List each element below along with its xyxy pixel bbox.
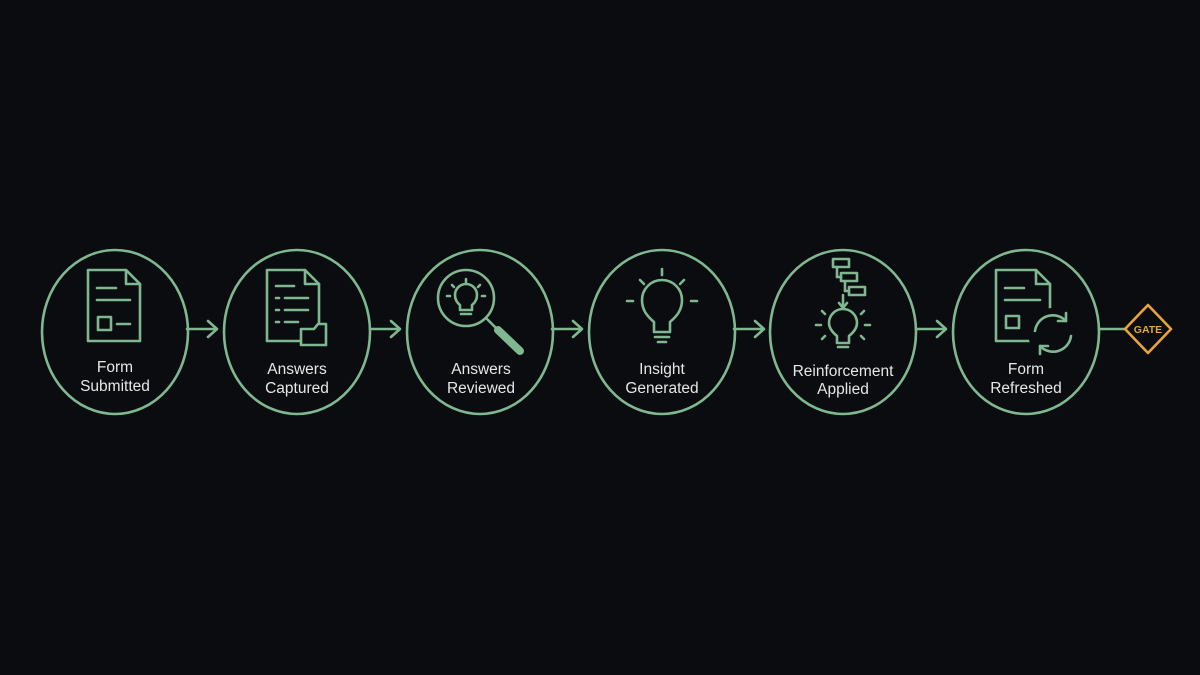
document-list-icon bbox=[265, 268, 328, 347]
step-label-line2: Submitted bbox=[80, 378, 150, 395]
gate-label: GATE bbox=[1134, 324, 1162, 336]
step-answers-captured: Answers Captured bbox=[222, 248, 372, 416]
step-label-line1: Insight bbox=[639, 361, 685, 378]
step-label-line2: Applied bbox=[817, 381, 869, 398]
step-insight-generated: Insight Generated bbox=[587, 248, 737, 416]
step-label-line2: Reviewed bbox=[447, 380, 515, 397]
step-label-line1: Form bbox=[1008, 361, 1044, 378]
step-label-line1: Answers bbox=[451, 361, 511, 378]
document-icon bbox=[86, 268, 142, 343]
step-circle bbox=[222, 248, 372, 416]
connectors bbox=[185, 319, 1128, 339]
step-reinforcement-applied: Reinforcement Applied bbox=[768, 248, 918, 416]
arrow-1-2 bbox=[185, 319, 219, 339]
step-label-line1: Answers bbox=[267, 361, 327, 378]
step-circle bbox=[40, 248, 190, 416]
gate-diamond bbox=[1123, 303, 1173, 355]
step-circle bbox=[951, 248, 1101, 416]
step-circle bbox=[405, 248, 555, 416]
arrow-3-4 bbox=[550, 319, 584, 339]
step-label-line2: Captured bbox=[265, 380, 329, 397]
step-circle bbox=[768, 248, 918, 416]
step-answers-reviewed: Answers Reviewed bbox=[405, 248, 555, 416]
gate-node: GATE bbox=[1123, 303, 1173, 355]
step-label-line1: Reinforcement bbox=[793, 363, 894, 380]
step-label-line2: Generated bbox=[625, 380, 698, 397]
arrow-2-3 bbox=[368, 319, 402, 339]
step-label-line2: Refreshed bbox=[990, 380, 1062, 397]
step-form-refreshed: Form Refreshed bbox=[951, 248, 1101, 416]
lightbulb-icon bbox=[625, 267, 699, 344]
arrow-5-6 bbox=[914, 319, 948, 339]
step-circle bbox=[587, 248, 737, 416]
arrow-4-5 bbox=[732, 319, 766, 339]
step-label-line1: Form bbox=[97, 359, 133, 376]
document-refresh-icon bbox=[994, 268, 1078, 358]
step-form-submitted: Form Submitted bbox=[40, 248, 190, 416]
magnifier-lightbulb-icon bbox=[436, 268, 524, 355]
flow-lightbulb-icon bbox=[814, 257, 872, 349]
